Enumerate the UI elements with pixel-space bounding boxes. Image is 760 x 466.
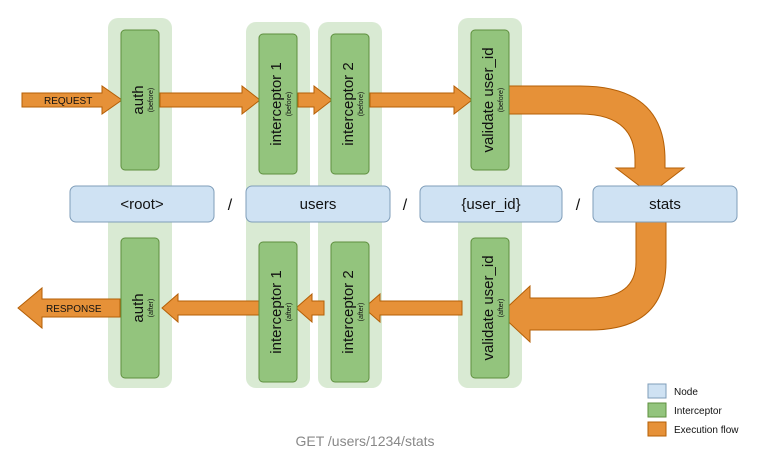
- node-root: [69, 185, 215, 223]
- interceptor-name: auth: [130, 293, 147, 322]
- interceptor-box-auth-after: [120, 237, 160, 379]
- interceptor-box-1-after: [258, 241, 298, 383]
- interceptor-phase: (before): [358, 92, 365, 117]
- interceptor-box-validate-after: [470, 237, 510, 379]
- node-label: <root>: [120, 196, 164, 213]
- interceptor-box-2-before: [330, 33, 370, 175]
- response-curve-from-stats: [499, 221, 667, 344]
- interceptor-name: interceptor 1: [268, 270, 285, 353]
- request-flow: [21, 84, 686, 195]
- request-arrow-in: [21, 85, 123, 115]
- response-arrow-1: [161, 292, 261, 324]
- path-separator: /: [403, 197, 408, 214]
- path-separator: /: [576, 197, 581, 214]
- response-arrow-3: [363, 292, 463, 324]
- request-label: REQUEST: [44, 96, 92, 107]
- interceptor-phase: (before): [286, 92, 293, 117]
- interceptor-name: interceptor 1: [268, 62, 285, 145]
- interceptor-phase: (after): [148, 299, 155, 318]
- node-label: {user_id}: [461, 196, 520, 213]
- legend-label: Execution flow: [674, 425, 739, 436]
- interceptor-name: interceptor 2: [340, 270, 357, 353]
- node-stats: [592, 185, 738, 223]
- interceptor-phase: (after): [286, 303, 293, 322]
- legend-label: Interceptor: [674, 406, 722, 417]
- legend-swatch-interceptor: [647, 402, 667, 418]
- interceptors-after: auth (after) interceptor 1 (after) inter…: [120, 237, 510, 383]
- request-curve-to-stats: [507, 85, 686, 195]
- diagram-caption: GET /users/1234/stats: [295, 433, 434, 449]
- legend-swatch-node: [647, 383, 667, 399]
- node-label: users: [300, 196, 337, 213]
- interceptor-phase: (before): [498, 88, 505, 113]
- response-label: RESPONSE: [46, 304, 102, 315]
- legend: Node Interceptor Execution flow: [647, 383, 739, 437]
- request-arrow-3: [369, 84, 473, 116]
- interceptor-box-auth-before: [120, 29, 160, 171]
- legend-swatch-execution-flow: [647, 421, 667, 437]
- response-flow: [17, 221, 667, 344]
- interceptor-name: auth: [130, 85, 147, 114]
- response-arrow-out: [17, 286, 121, 330]
- interceptor-phase: (after): [498, 299, 505, 318]
- request-arrow-1: [159, 84, 261, 116]
- interceptor-phase: (after): [358, 303, 365, 322]
- path-separator: /: [228, 197, 233, 214]
- request-arrow-2: [297, 84, 333, 116]
- interceptor-name: validate user_id: [480, 47, 497, 152]
- interceptor-box-2-after: [330, 241, 370, 383]
- route-nodes: <root> users {user_id} stats / / /: [69, 185, 738, 223]
- node-users: [245, 185, 391, 223]
- node-user-id: [419, 185, 563, 223]
- response-arrow-2: [295, 292, 325, 324]
- interceptor-name: validate user_id: [480, 255, 497, 360]
- interceptor-name: interceptor 2: [340, 62, 357, 145]
- interceptor-box-validate-before: [470, 29, 510, 171]
- interceptor-phase: (before): [148, 88, 155, 113]
- interceptor-box-1-before: [258, 33, 298, 175]
- legend-label: Node: [674, 387, 698, 398]
- interceptors-before: auth (before) interceptor 1 (before) int…: [120, 29, 510, 175]
- node-label: stats: [649, 196, 681, 213]
